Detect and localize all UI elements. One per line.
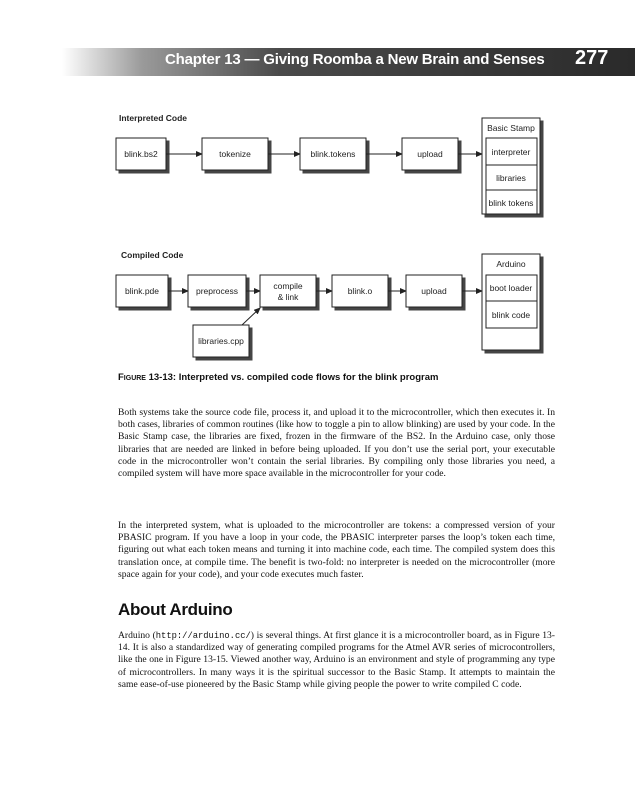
compiled-label: Compiled Code bbox=[121, 250, 184, 260]
box-blink-tokens-label: blink.tokens bbox=[311, 149, 356, 159]
box-libraries-cpp bbox=[192, 324, 250, 358]
arduino-item bbox=[485, 274, 538, 302]
body-paragraph: Both systems take the source code file, … bbox=[118, 407, 555, 480]
interpreted-label: Interpreted Code bbox=[119, 113, 187, 123]
blink-code-label: blink code bbox=[492, 310, 531, 320]
box-upload-label: upload bbox=[417, 149, 443, 159]
basic-stamp-item bbox=[485, 189, 538, 215]
body-paragraph: Arduino (http://arduino.cc/) is several … bbox=[118, 630, 555, 691]
para-start: Arduino ( bbox=[118, 630, 156, 641]
arduino-title: Arduino bbox=[496, 259, 526, 269]
arduino-item bbox=[485, 300, 538, 329]
box-blink-bs2 bbox=[115, 137, 167, 171]
figure-caption-text: Interpreted vs. compiled code flows for … bbox=[176, 372, 439, 383]
para-rest: ) is several things. At first glance it … bbox=[118, 630, 555, 690]
code-flow-diagram: Interpreted Code blink.bs2 tokenize blin… bbox=[115, 113, 541, 358]
box-compile-label: compile bbox=[273, 281, 303, 291]
basic-stamp-title: Basic Stamp bbox=[487, 123, 535, 133]
basic-stamp-item bbox=[485, 137, 538, 166]
box-upload bbox=[405, 274, 463, 308]
box-blink-tokens bbox=[299, 137, 367, 171]
section-heading: About Arduino bbox=[118, 600, 233, 619]
arduino-url: http://arduino.cc/ bbox=[155, 631, 251, 641]
box-tokenize-label: tokenize bbox=[219, 149, 251, 159]
box-link-label: & link bbox=[278, 292, 300, 302]
box-blink-pde bbox=[115, 274, 169, 308]
box-blink-bs2-label: blink.bs2 bbox=[124, 149, 158, 159]
interpreter-label: interpreter bbox=[492, 147, 531, 157]
box-preprocess-label: preprocess bbox=[196, 286, 238, 296]
box-blink-o-label: blink.o bbox=[348, 286, 373, 296]
arrow bbox=[241, 307, 261, 326]
box-libraries-cpp-label: libraries.cpp bbox=[198, 336, 244, 346]
box-tokenize bbox=[201, 137, 269, 171]
boot-loader-label: boot loader bbox=[490, 283, 533, 293]
basic-stamp-item bbox=[485, 164, 538, 191]
libraries-label: libraries bbox=[496, 173, 526, 183]
box-compile-link bbox=[259, 274, 317, 308]
header-bar bbox=[62, 48, 635, 76]
chapter-title: Chapter 13 — Giving Roomba a New Brain a… bbox=[165, 51, 545, 68]
body-paragraph: In the interpreted system, what is uploa… bbox=[118, 520, 555, 580]
box-upload bbox=[401, 137, 459, 171]
figure-number: Figure 13-13: bbox=[118, 372, 177, 383]
box-upload-label: upload bbox=[421, 286, 447, 296]
box-preprocess bbox=[187, 274, 247, 308]
figure-caption: Figure 13-13: Interpreted vs. compiled c… bbox=[118, 372, 438, 383]
blink-tokens-label: blink tokens bbox=[489, 198, 534, 208]
page-number: 277 bbox=[575, 47, 609, 69]
box-blink-pde-label: blink.pde bbox=[125, 286, 159, 296]
